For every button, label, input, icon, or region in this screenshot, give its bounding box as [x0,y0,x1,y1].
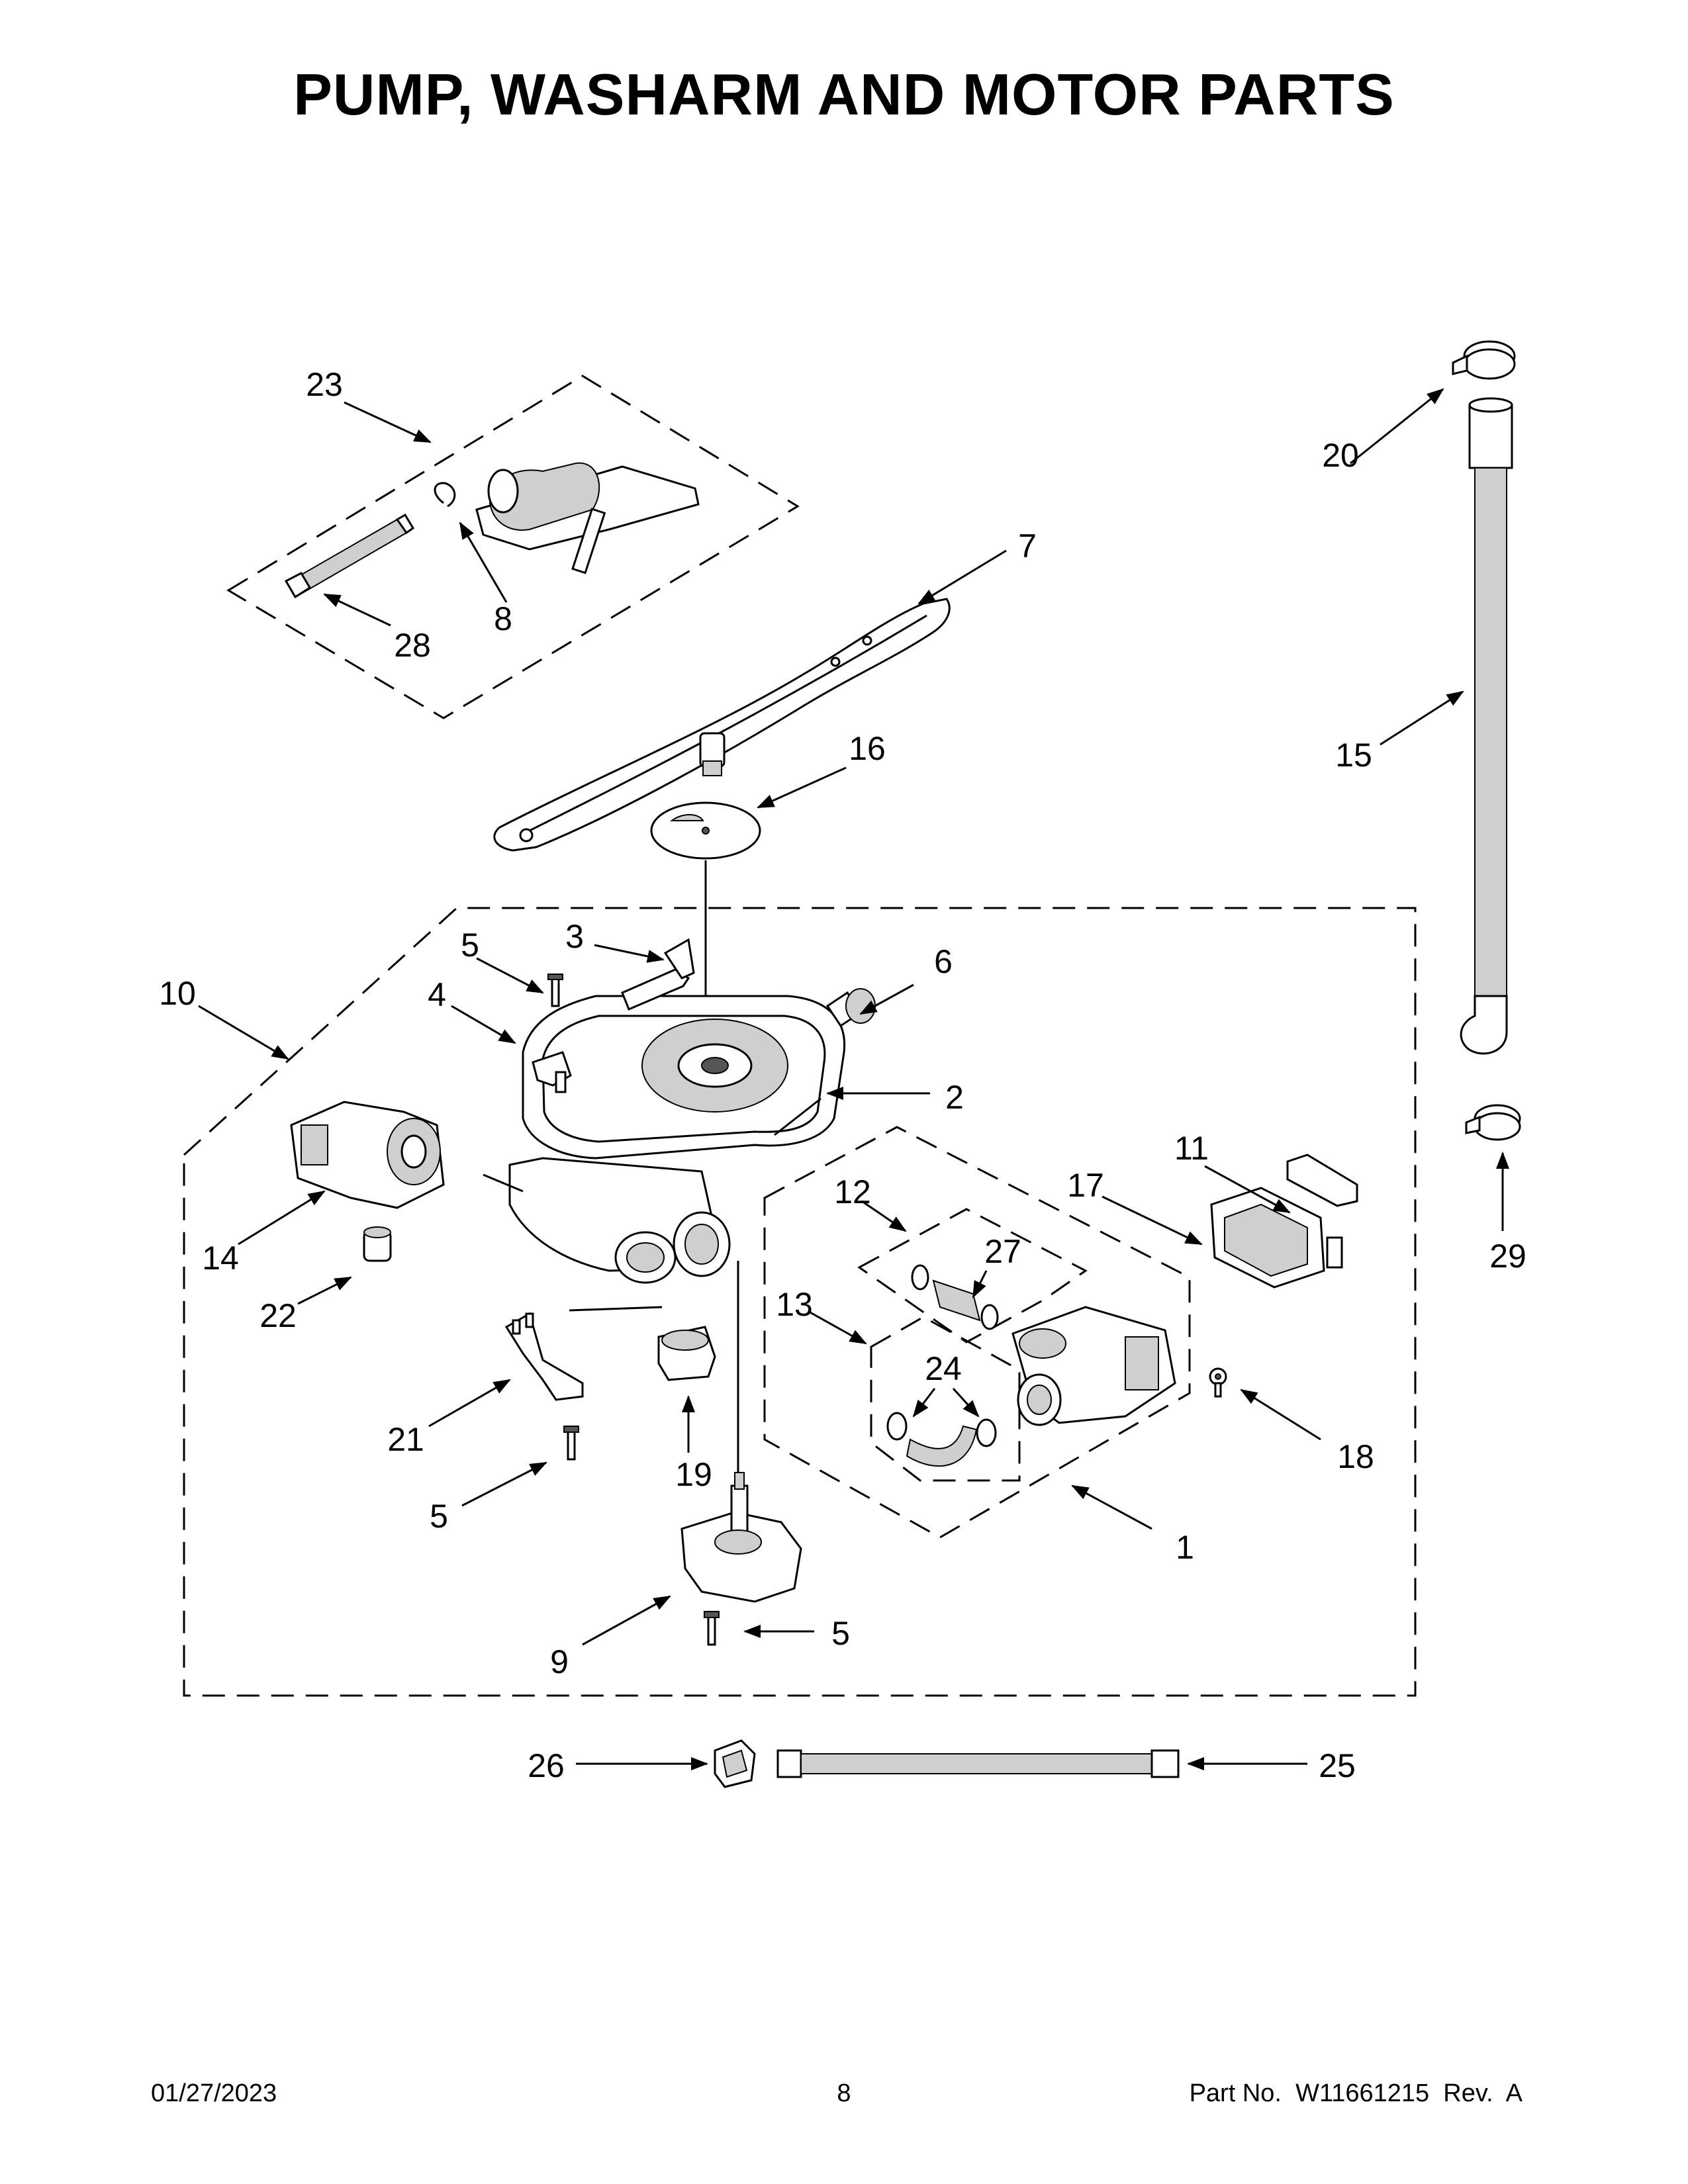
callout-21: 21 [387,1421,424,1458]
callout-9: 9 [550,1643,569,1680]
footer-date: 01/27/2023 [151,2079,277,2107]
callout-5-bottom: 5 [831,1615,850,1652]
part-15-drain-hose [1460,397,1513,1055]
part-16-disc [650,801,761,860]
footer-part-number: Part No. W11661215 Rev. A [1189,2079,1523,2107]
part-26-clip [714,1739,756,1788]
callout-5-top: 5 [461,927,479,964]
callout-5-left: 5 [430,1498,448,1535]
callout-1: 1 [1176,1529,1194,1566]
part-4-sensor [532,1051,572,1093]
group-outline-23 [226,375,800,719]
part-23-assembly [434,462,700,574]
group-outline-1 [763,1126,1191,1539]
callout-27: 27 [984,1233,1021,1270]
part-7-wash-arm [493,598,951,852]
part-9-pump-base [680,1472,802,1603]
callout-3: 3 [565,918,584,955]
callout-7: 7 [1018,527,1037,565]
callout-19: 19 [675,1456,712,1493]
callout-10: 10 [159,975,196,1012]
group-outline-13 [870,1316,1021,1482]
leader-lines [198,388,1509,1770]
part-11-clip [1286,1154,1358,1269]
callout-26: 26 [528,1747,565,1784]
callout-12: 12 [834,1173,871,1210]
part-22-thermostat [363,1226,392,1262]
page-title: PUMP, WASHARM AND MOTOR PARTS [293,62,1395,127]
callout-28: 28 [394,627,431,664]
part-18-screw [1209,1367,1227,1398]
callout-18: 18 [1337,1438,1374,1475]
callout-20: 20 [1322,437,1359,474]
callout-8: 8 [494,600,512,637]
part-19-diverter [657,1326,716,1381]
part-24-elbow [886,1412,997,1467]
part-25-fill-hose [776,1749,1180,1778]
callout-17: 17 [1067,1167,1104,1204]
part-28-hose [284,513,415,599]
part-14-drain-motor [290,1101,445,1209]
part-2-sump [508,995,846,1284]
part-5-screw-top [547,974,563,1007]
part-29-clamp [1465,1104,1521,1141]
callout-15: 15 [1335,737,1372,774]
callout-22: 22 [259,1297,297,1334]
part-27-hose [911,1264,999,1330]
callout-13: 13 [776,1286,813,1323]
part-5-screw-left [563,1426,579,1461]
callout-23: 23 [306,366,343,403]
callout-2: 2 [945,1079,964,1116]
footer-page-number: 8 [837,2079,851,2107]
callout-4: 4 [428,976,446,1013]
callout-14: 14 [202,1240,239,1277]
part-5-screw-bottom [704,1611,720,1646]
part-17-bracket [1210,1187,1325,1289]
part-20-clamp [1452,340,1516,380]
callout-16: 16 [849,730,886,767]
callout-11: 11 [1174,1130,1209,1167]
part-21-bracket [504,1312,584,1401]
callout-24: 24 [925,1350,962,1387]
part-1-circulation-pump [1011,1306,1176,1426]
group-outline-12 [857,1208,1088,1343]
callout-29: 29 [1489,1238,1526,1275]
callout-25: 25 [1319,1747,1356,1784]
part-3-bracket [621,938,695,1011]
callout-6: 6 [934,943,953,980]
